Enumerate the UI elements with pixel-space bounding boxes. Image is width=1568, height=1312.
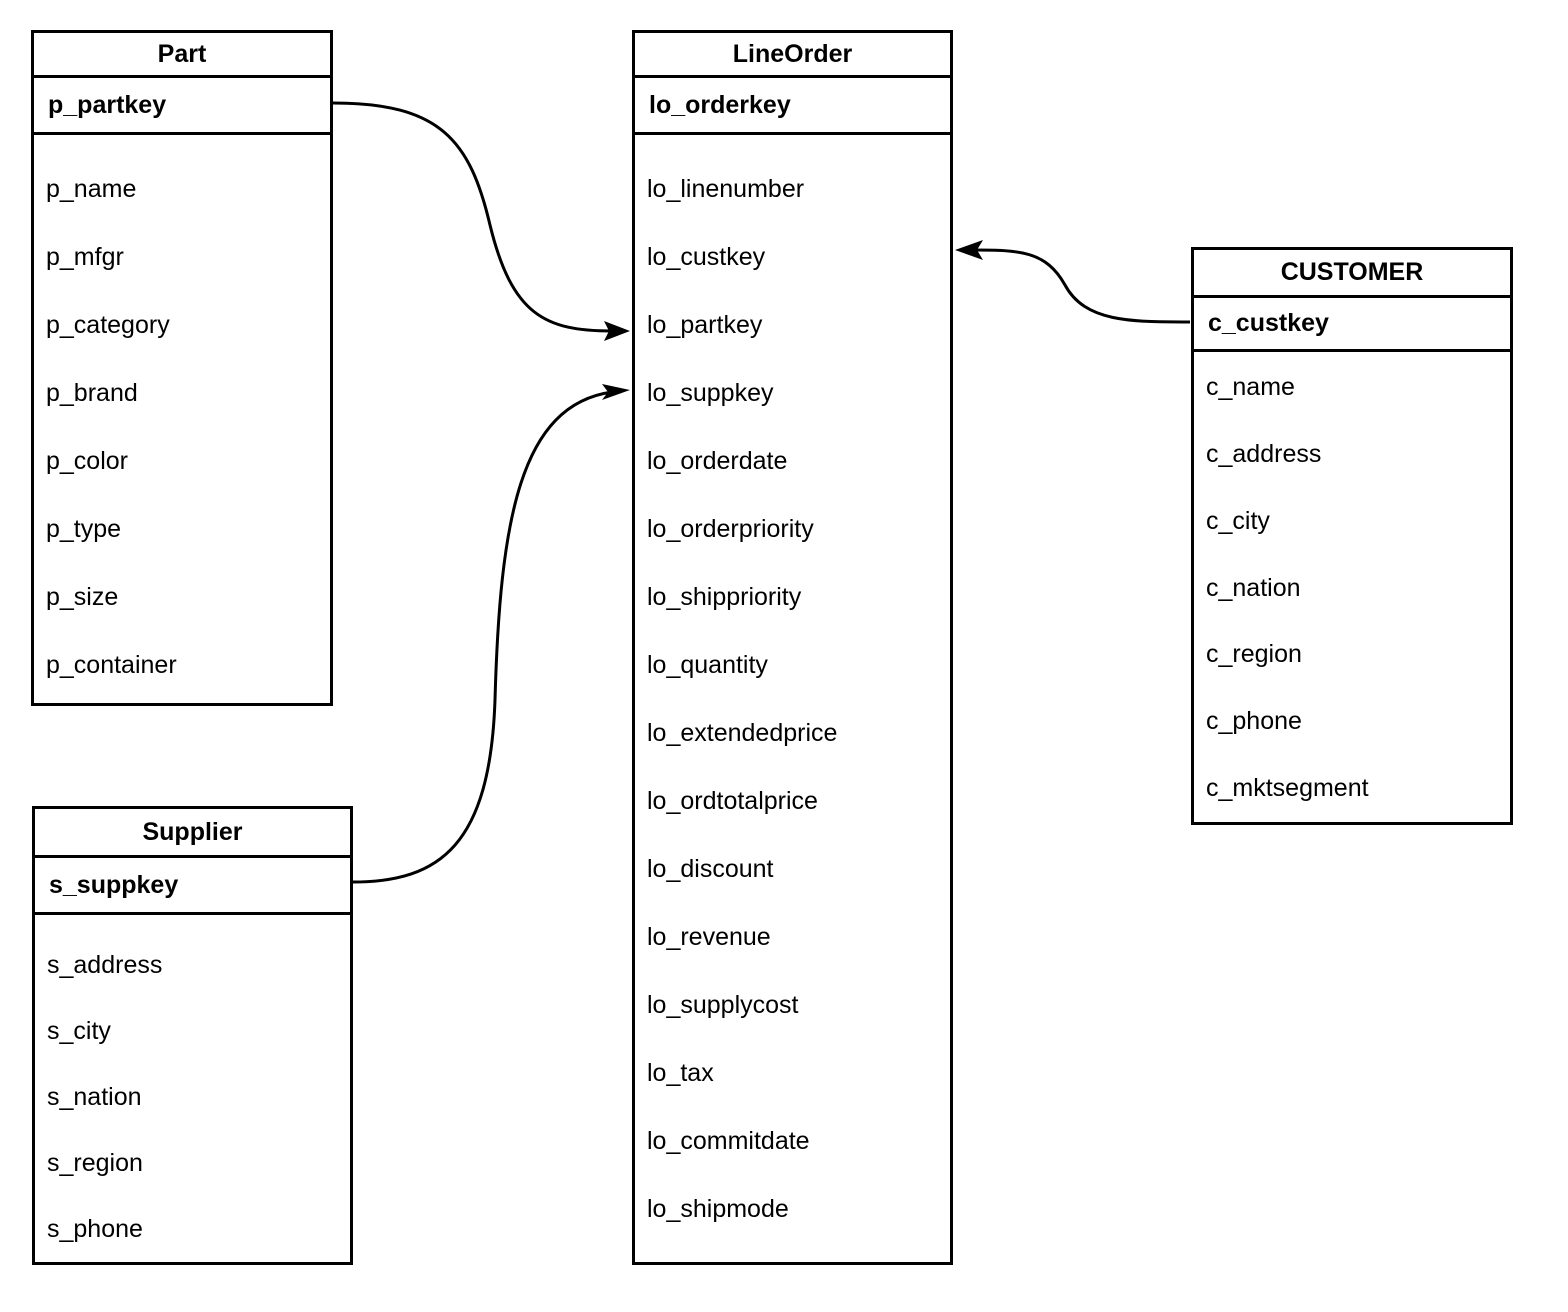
entity-part-primary-key: p_partkey — [34, 78, 330, 135]
entity-lineorder-attributes: lo_linenumber lo_custkey lo_partkey lo_s… — [635, 135, 950, 1262]
entity-supplier[interactable]: Supplier s_suppkey s_address s_city s_na… — [32, 806, 353, 1265]
attribute-row: p_brand — [34, 359, 330, 427]
attribute-row: c_mktsegment — [1194, 755, 1510, 823]
attribute-row: p_container — [34, 631, 330, 699]
relationship-customer-to-lineorder — [955, 240, 1191, 324]
attribute-row: p_color — [34, 427, 330, 495]
attribute-row: c_city — [1194, 487, 1510, 555]
connector-line-part-lineorder — [332, 101, 613, 333]
attribute-row: p_size — [34, 563, 330, 631]
entity-part[interactable]: Part p_partkey p_name p_mfgr p_category … — [31, 30, 333, 706]
entity-customer-title: CUSTOMER — [1194, 250, 1510, 298]
attribute-row: lo_extendedprice — [635, 699, 950, 767]
entity-customer[interactable]: CUSTOMER c_custkey c_name c_address c_ci… — [1191, 247, 1513, 825]
entity-supplier-primary-key: s_suppkey — [35, 858, 350, 915]
attribute-row: p_mfgr — [34, 223, 330, 291]
entity-lineorder-primary-key: lo_orderkey — [635, 78, 950, 135]
arrowhead-supplier-lineorder — [602, 384, 630, 400]
attribute-row: lo_linenumber — [635, 155, 950, 223]
attribute-row: p_name — [34, 155, 330, 223]
attribute-row: lo_commitdate — [635, 1107, 950, 1175]
attribute-row: s_address — [35, 933, 350, 999]
attribute-row: p_category — [34, 291, 330, 359]
attribute-row: lo_custkey — [635, 223, 950, 291]
attribute-row: s_city — [35, 998, 350, 1065]
attribute-row: lo_suppkey — [635, 359, 950, 427]
arrowhead-part-lineorder — [604, 321, 630, 341]
attribute-row: lo_orderdate — [635, 427, 950, 495]
attribute-row: lo_tax — [635, 1039, 950, 1107]
entity-part-title: Part — [34, 33, 330, 78]
attribute-row: s_region — [35, 1130, 350, 1197]
attribute-row: c_region — [1194, 621, 1510, 689]
attribute-row: lo_shipmode — [635, 1175, 950, 1243]
entity-lineorder-title: LineOrder — [635, 33, 950, 78]
attribute-row: s_phone — [35, 1196, 350, 1262]
attribute-row: c_address — [1194, 420, 1510, 488]
attribute-row: s_nation — [35, 1064, 350, 1131]
entity-supplier-title: Supplier — [35, 809, 350, 858]
attribute-row: c_nation — [1194, 554, 1510, 622]
entity-customer-primary-key: c_custkey — [1194, 298, 1510, 352]
attribute-row: c_name — [1194, 354, 1510, 421]
attribute-row: lo_ordtotalprice — [635, 767, 950, 835]
entity-lineorder[interactable]: LineOrder lo_orderkey lo_linenumber lo_c… — [632, 30, 953, 1265]
attribute-row: lo_quantity — [635, 631, 950, 699]
attribute-row: lo_partkey — [635, 291, 950, 359]
connector-line-supplier-lineorder — [352, 390, 613, 884]
entity-customer-attributes: c_name c_address c_city c_nation c_regio… — [1194, 352, 1510, 823]
attribute-row: lo_shippriority — [635, 563, 950, 631]
attribute-row: p_type — [34, 495, 330, 563]
arrowhead-customer-lineorder — [955, 240, 983, 260]
entity-part-attributes: p_name p_mfgr p_category p_brand p_color… — [34, 135, 330, 703]
attribute-row: lo_supplycost — [635, 971, 950, 1039]
attribute-row: lo_orderpriority — [635, 495, 950, 563]
attribute-row: c_phone — [1194, 688, 1510, 756]
entity-supplier-attributes: s_address s_city s_nation s_region s_pho… — [35, 915, 350, 1262]
connector-line-customer-lineorder — [972, 248, 1191, 324]
relationship-supplier-to-lineorder — [352, 384, 630, 884]
attribute-row: lo_revenue — [635, 903, 950, 971]
attribute-row: lo_discount — [635, 835, 950, 903]
relationship-part-to-lineorder — [332, 101, 630, 341]
